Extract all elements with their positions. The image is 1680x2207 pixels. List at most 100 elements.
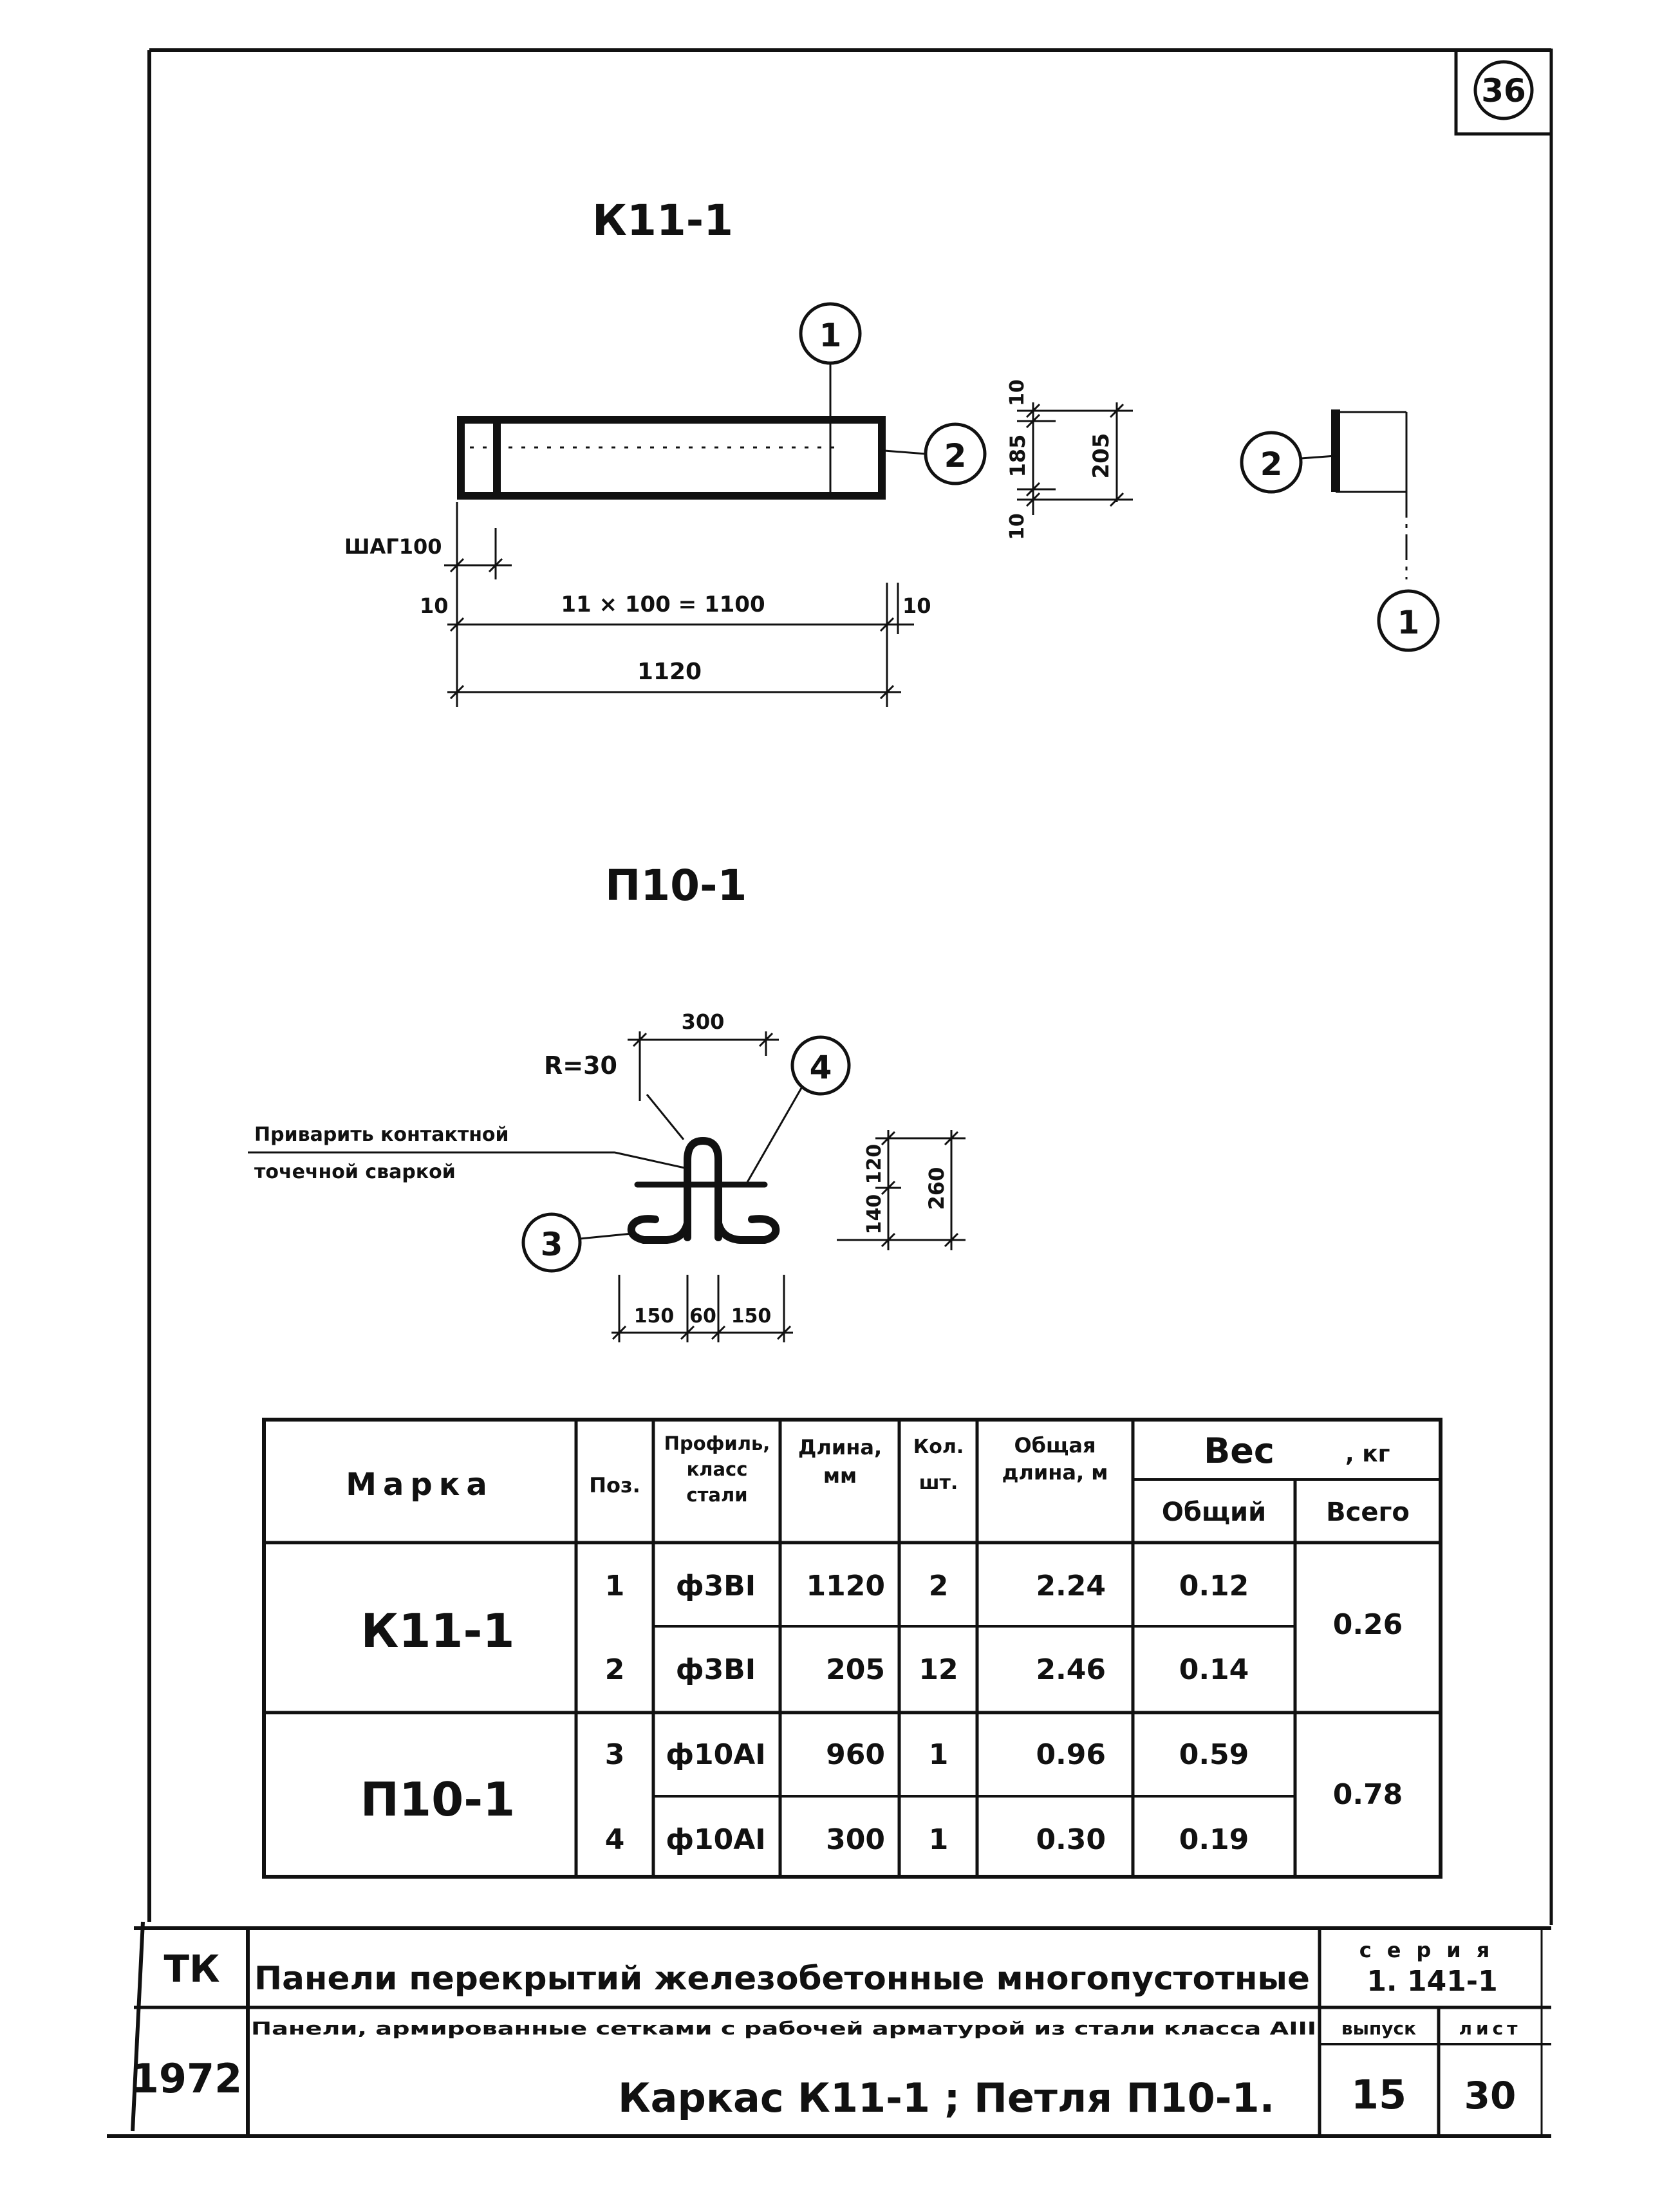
svg-text:ф10АI: ф10АI bbox=[666, 1738, 765, 1771]
loop-vertical-dims bbox=[837, 1130, 966, 1250]
header-weight: Вес bbox=[1204, 1431, 1274, 1471]
sheet-number-box: 36 bbox=[1454, 48, 1553, 136]
svg-text:1: 1 bbox=[819, 317, 842, 354]
svg-text:0.30: 0.30 bbox=[1036, 1823, 1106, 1856]
series-value: 1. 141-1 bbox=[1367, 1965, 1497, 1998]
loop-shape bbox=[627, 1137, 780, 1244]
loop-dim-middle: 60 bbox=[689, 1305, 716, 1328]
loop-dim-height: 260 bbox=[924, 1167, 949, 1210]
svg-text:1: 1 bbox=[1397, 604, 1420, 641]
svg-text:4: 4 bbox=[810, 1049, 832, 1086]
year: 1972 bbox=[131, 2055, 243, 2102]
svg-text:1: 1 bbox=[929, 1823, 949, 1856]
svg-text:1120: 1120 bbox=[807, 1570, 885, 1602]
subtitle: Панели, армированные сетками с рабочей а… bbox=[251, 2018, 1316, 2039]
frame-side-section: 2 1 bbox=[1240, 409, 1440, 652]
issue-label: выпуск bbox=[1341, 2018, 1416, 2039]
spec-table: Марка Поз. Профиль, класс стали Длина, м… bbox=[262, 1418, 1442, 1879]
loop-dim-upper: 120 bbox=[863, 1144, 886, 1185]
svg-text:960: 960 bbox=[826, 1738, 885, 1771]
dim-bottom-gap: 10 bbox=[1006, 513, 1029, 540]
callout-bar-1-top: 1 bbox=[799, 302, 862, 496]
dim-total: 1120 bbox=[637, 659, 702, 685]
group-all-k11: 0.26 bbox=[1333, 1608, 1403, 1641]
dim-height: 205 bbox=[1088, 433, 1114, 479]
callout-bar-2-right: 2 bbox=[884, 422, 987, 485]
weld-note-line1: Приварить контактной bbox=[254, 1123, 509, 1146]
header-total-length: Общая длина, м bbox=[1002, 1433, 1108, 1485]
dim-top-gap: 10 bbox=[1006, 379, 1029, 406]
table-row: 3 ф10АI 960 1 0.96 0.59 bbox=[605, 1738, 1249, 1771]
dim-bays: 11 × 100 = 1100 bbox=[561, 592, 765, 617]
sheet-frame bbox=[107, 48, 1553, 2138]
frame-drawing: К11-1 1 2 bbox=[344, 196, 1440, 707]
header-weight-total: Общий bbox=[1162, 1498, 1266, 1527]
svg-text:0.59: 0.59 bbox=[1179, 1738, 1249, 1771]
svg-text:0.12: 0.12 bbox=[1179, 1570, 1249, 1602]
svg-text:1: 1 bbox=[929, 1738, 949, 1771]
title-block-grid bbox=[134, 1926, 1551, 2136]
table-row: 2 ф3ВI 205 12 2.46 0.14 bbox=[605, 1653, 1249, 1686]
loop-radius: R=30 bbox=[544, 1051, 617, 1080]
header-weight-unit: , кг bbox=[1345, 1441, 1390, 1467]
svg-text:4: 4 bbox=[605, 1823, 625, 1856]
frame-horizontal-dims bbox=[444, 502, 914, 707]
callout-bar-4: 4 bbox=[745, 1035, 851, 1184]
callout-bar-3: 3 bbox=[521, 1212, 633, 1273]
svg-text:2: 2 bbox=[929, 1570, 949, 1602]
group-all-p10: 0.78 bbox=[1333, 1778, 1403, 1811]
svg-text:3: 3 bbox=[541, 1226, 563, 1263]
issue-value: 15 bbox=[1351, 2071, 1406, 2118]
svg-text:2: 2 bbox=[944, 437, 967, 474]
svg-text:2: 2 bbox=[605, 1653, 625, 1686]
loop-dim-right: 150 bbox=[731, 1305, 772, 1328]
drawing-name: Каркас К11-1 ; Петля П10-1. bbox=[618, 2074, 1274, 2121]
sheet-number: 36 bbox=[1481, 72, 1526, 109]
weld-note-line2: точечной сваркой bbox=[254, 1161, 456, 1183]
group-mark-p10: П10-1 bbox=[360, 1772, 515, 1827]
dim-pitch: ШАГ100 bbox=[344, 534, 442, 559]
series-label: серия bbox=[1359, 1938, 1506, 1962]
svg-text:0.96: 0.96 bbox=[1036, 1738, 1106, 1771]
spec-table-grid bbox=[262, 1418, 1442, 1879]
header-pos: Поз. bbox=[589, 1473, 640, 1498]
sheet-value: 30 bbox=[1464, 2074, 1517, 2118]
dim-edge-right: 10 bbox=[902, 594, 931, 618]
header-weight-all: Всего bbox=[1326, 1498, 1410, 1527]
svg-text:2.24: 2.24 bbox=[1036, 1570, 1106, 1602]
table-row: 4 ф10АI 300 1 0.30 0.19 bbox=[605, 1823, 1249, 1856]
org-code: ТК bbox=[164, 1947, 220, 1991]
loop-width: 300 bbox=[682, 1010, 725, 1034]
frame-drawing-title: К11-1 bbox=[592, 196, 733, 245]
frame-outline bbox=[457, 416, 886, 500]
header-mark: Марка bbox=[346, 1467, 493, 1503]
table-row: 1 ф3ВI 1120 2 2.24 0.12 bbox=[605, 1570, 1249, 1602]
loop-drawing: П10-1 300 R=30 4 Приварить контактной bbox=[248, 861, 966, 1342]
loop-horizontal-dims bbox=[611, 1275, 793, 1342]
svg-text:2: 2 bbox=[1260, 446, 1283, 483]
header-length: Длина, мм bbox=[798, 1435, 882, 1488]
svg-text:0.19: 0.19 bbox=[1179, 1823, 1249, 1856]
svg-text:ф3ВI: ф3ВI bbox=[676, 1570, 756, 1602]
svg-text:ф3ВI: ф3ВI bbox=[676, 1653, 756, 1686]
group-mark-k11: К11-1 bbox=[360, 1604, 514, 1658]
frame-vertical-dims bbox=[1017, 402, 1133, 515]
svg-text:300: 300 bbox=[826, 1823, 885, 1856]
main-title: Панели перекрытий железобетонные многопу… bbox=[254, 1960, 1310, 1997]
loop-dim-lower: 140 bbox=[863, 1194, 886, 1235]
svg-text:2.46: 2.46 bbox=[1036, 1653, 1106, 1686]
header-profile: Профиль, класс стали bbox=[664, 1432, 770, 1506]
svg-text:12: 12 bbox=[919, 1653, 958, 1686]
loop-top-dim bbox=[628, 1031, 779, 1140]
sheet-label: лист bbox=[1459, 2018, 1522, 2039]
svg-text:ф10АI: ф10АI bbox=[666, 1823, 765, 1856]
svg-text:1: 1 bbox=[605, 1570, 625, 1602]
svg-text:3: 3 bbox=[605, 1738, 625, 1771]
dim-middle: 185 bbox=[1005, 435, 1030, 478]
loop-drawing-title: П10-1 bbox=[605, 861, 747, 910]
svg-text:0.14: 0.14 bbox=[1179, 1653, 1249, 1686]
dim-edge-left: 10 bbox=[420, 594, 449, 618]
header-qty: Кол. шт. bbox=[913, 1436, 964, 1494]
title-block: ТК 1972 Панели перекрытий железобетонные… bbox=[131, 1926, 1551, 2136]
